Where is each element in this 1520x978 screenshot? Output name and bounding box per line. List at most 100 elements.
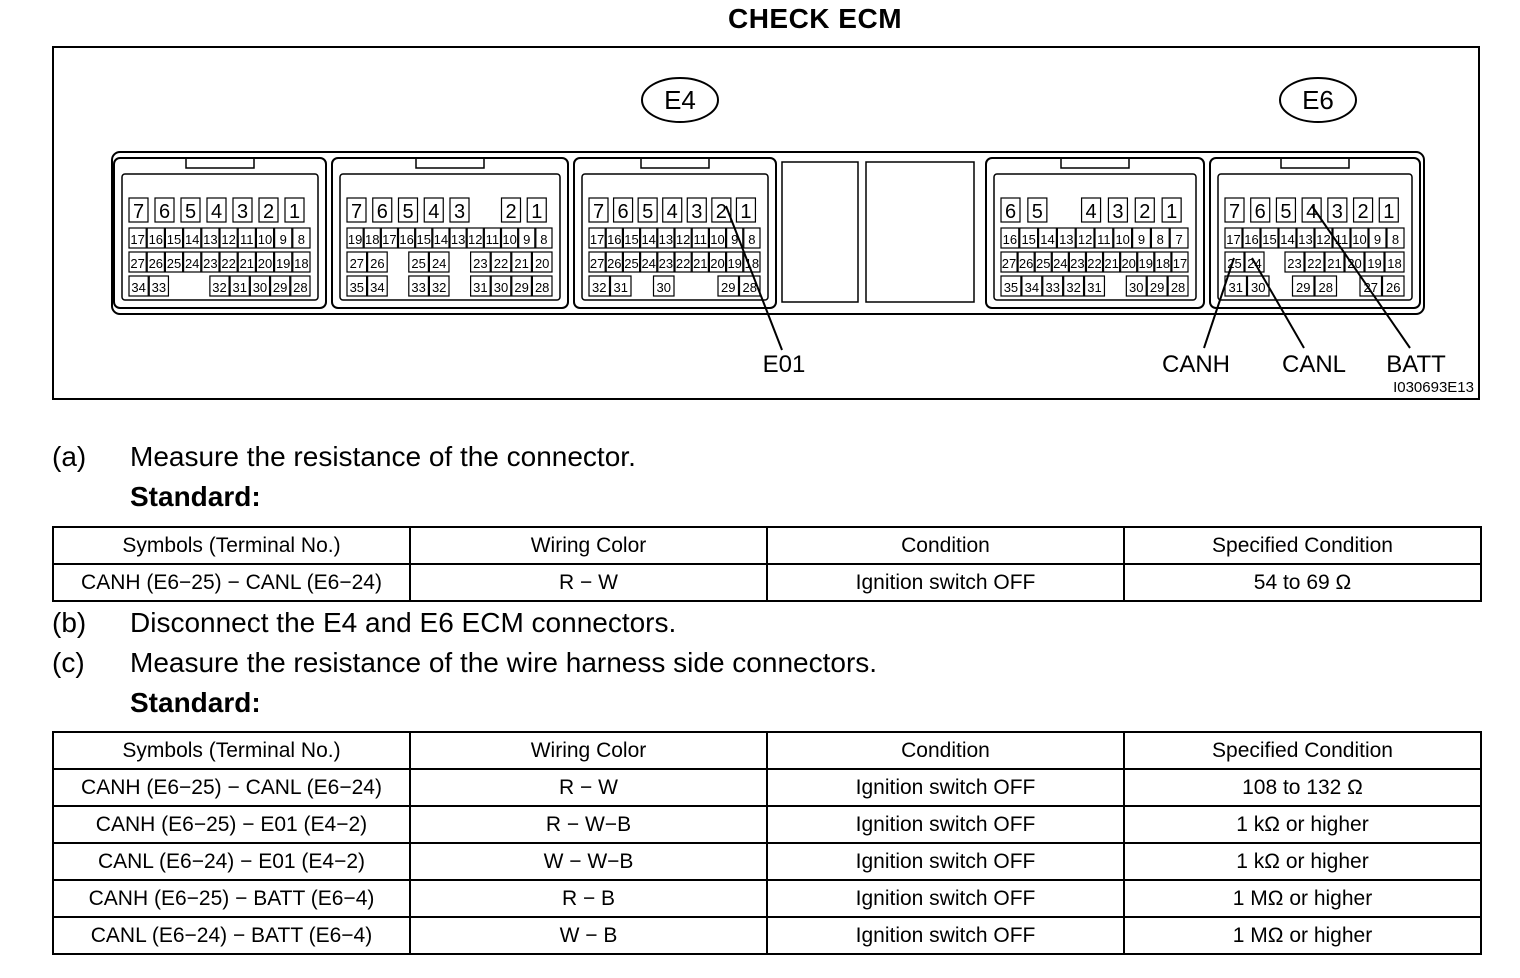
terminal-cell bbox=[1085, 251, 1104, 273]
terminal-cell bbox=[1113, 227, 1133, 249]
terminal-number: 15 bbox=[624, 232, 638, 247]
terminal-cell bbox=[1137, 251, 1155, 273]
terminal-cell bbox=[662, 197, 683, 223]
terminal-cell bbox=[612, 197, 634, 223]
terminal-cell bbox=[588, 197, 609, 223]
terminal-number: 29 bbox=[721, 280, 735, 295]
terminal-cell bbox=[1120, 251, 1138, 273]
terminal-number: 10 bbox=[1352, 232, 1366, 247]
leader-line bbox=[1203, 257, 1235, 349]
terminal-cell bbox=[1056, 227, 1076, 249]
table-cell: Ignition switch OFF bbox=[766, 916, 1125, 955]
terminal-cell bbox=[290, 275, 311, 297]
terminal-number: 22 bbox=[494, 256, 508, 271]
terminal-cell bbox=[1327, 197, 1348, 223]
terminal-cell bbox=[346, 251, 368, 273]
terminal-number: 1 bbox=[289, 201, 300, 223]
terminal-number: 22 bbox=[221, 256, 235, 271]
terminal-number: 22 bbox=[676, 256, 690, 271]
terminal-cell bbox=[428, 251, 450, 273]
column-header: Condition bbox=[766, 526, 1125, 565]
blank-socket bbox=[781, 161, 859, 303]
terminal-cell bbox=[725, 251, 744, 273]
terminal-cell bbox=[154, 197, 175, 223]
terminal-number: 25 bbox=[167, 256, 181, 271]
step-c-letter: (c) bbox=[52, 647, 85, 678]
terminal-number: 20 bbox=[535, 256, 549, 271]
terminal-cell bbox=[1161, 197, 1182, 223]
terminal-number: 12 bbox=[676, 232, 690, 247]
terminal-cell bbox=[717, 275, 740, 297]
terminal-cell bbox=[1094, 227, 1114, 249]
terminal-cell bbox=[605, 227, 624, 249]
terminal-number: 14 bbox=[1040, 232, 1054, 247]
terminal-number: 28 bbox=[1171, 280, 1185, 295]
terminal-cell bbox=[1063, 275, 1085, 297]
terminal-number: 8 bbox=[748, 232, 755, 247]
terminal-number: 13 bbox=[203, 232, 217, 247]
terminal-number: 27 bbox=[350, 256, 364, 271]
terminal-cell bbox=[346, 227, 364, 249]
terminal-cell bbox=[588, 251, 606, 273]
terminal-cell bbox=[180, 197, 201, 223]
terminal-cell bbox=[1150, 227, 1170, 249]
terminal-cell bbox=[274, 251, 293, 273]
terminal-cell bbox=[639, 251, 658, 273]
terminal-cell bbox=[466, 227, 484, 249]
terminal-cell bbox=[609, 275, 632, 297]
terminal-cell bbox=[1019, 227, 1039, 249]
terminal-number: 29 bbox=[514, 280, 528, 295]
column-header: Symbols (Terminal No.) bbox=[52, 526, 411, 565]
terminal-number: 8 bbox=[1157, 232, 1164, 247]
terminal-cell bbox=[415, 227, 433, 249]
terminal-cell bbox=[605, 251, 624, 273]
terminal-cell bbox=[237, 251, 256, 273]
terminal-cell bbox=[183, 227, 202, 249]
terminal-number: 14 bbox=[641, 232, 655, 247]
table-cell: W − B bbox=[409, 916, 768, 955]
terminal-cell bbox=[1324, 251, 1345, 273]
terminal-number: 3 bbox=[454, 201, 465, 223]
terminal-number: 30 bbox=[1251, 280, 1265, 295]
terminal-cell bbox=[1250, 197, 1271, 223]
terminal-number: 15 bbox=[167, 232, 181, 247]
terminal-number: 25 bbox=[624, 256, 638, 271]
terminal-number: 7 bbox=[351, 201, 362, 223]
terminal-cell bbox=[490, 251, 512, 273]
terminal-cell bbox=[346, 197, 367, 223]
terminal-number: 35 bbox=[350, 280, 364, 295]
terminal-cell bbox=[1378, 197, 1399, 223]
terminal-cell bbox=[232, 197, 253, 223]
terminal-cell bbox=[269, 275, 291, 297]
terminal-cell bbox=[372, 197, 393, 223]
terminal-cell bbox=[164, 227, 184, 249]
terminal-number: 24 bbox=[1053, 256, 1067, 271]
terminal-cell bbox=[518, 227, 536, 249]
terminal-number: 23 bbox=[659, 256, 673, 271]
terminal-cell bbox=[229, 275, 250, 297]
terminal-number: 2 bbox=[1139, 201, 1150, 223]
terminal-cell bbox=[1344, 251, 1365, 273]
terminal-number: 6 bbox=[1005, 201, 1016, 223]
terminal-number: 3 bbox=[1332, 201, 1343, 223]
terminal-cell bbox=[1304, 251, 1325, 273]
terminal-cell bbox=[1169, 227, 1189, 249]
terminal-cell bbox=[708, 227, 727, 249]
terminal-number: 16 bbox=[1003, 232, 1017, 247]
terminal-cell bbox=[637, 197, 658, 223]
terminal-cell bbox=[367, 275, 388, 297]
terminal-number: 7 bbox=[133, 201, 144, 223]
terminal-cell bbox=[258, 197, 279, 223]
terminal-number: 11 bbox=[694, 232, 708, 247]
terminal-number: 16 bbox=[399, 232, 413, 247]
step-a-letter: (a) bbox=[52, 441, 87, 472]
table-cell: CANH (E6−25) − BATT (E6−4) bbox=[52, 879, 411, 918]
terminal-number: 19 bbox=[1367, 256, 1381, 271]
terminal-cell bbox=[397, 197, 419, 223]
terminal-number: 19 bbox=[348, 232, 362, 247]
terminal-number: 29 bbox=[273, 280, 287, 295]
terminal-cell bbox=[1224, 227, 1243, 249]
